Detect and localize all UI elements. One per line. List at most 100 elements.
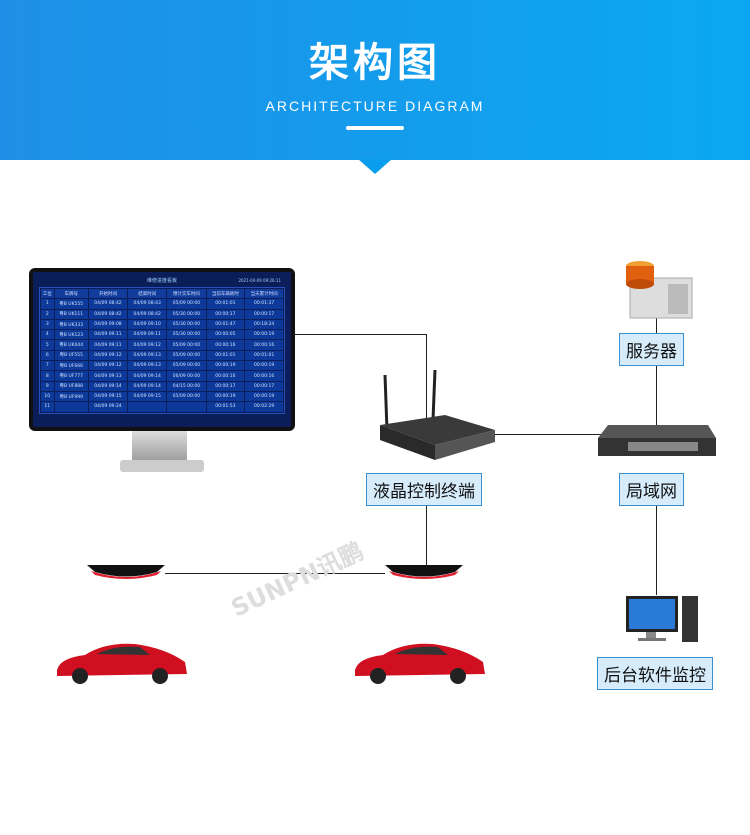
lan-label: 局域网 (619, 473, 684, 506)
board-cell: 00:01:47 (206, 319, 245, 330)
board-cell: 2 (41, 309, 54, 319)
board-cell: 04/09 09:11 (128, 330, 167, 340)
sensor-right-icon (385, 565, 463, 579)
terminal-device-icon (380, 370, 495, 460)
board-cell: 00:00:17 (245, 309, 283, 319)
board-cell: 04/09 08:43 (128, 299, 167, 309)
board-cell: 04/09 09:15 (88, 391, 128, 402)
board-cell: 05/30 00:00 (167, 319, 206, 330)
board-cell: 00:00:19 (206, 361, 245, 371)
board-cell: 00:00:19 (206, 391, 245, 402)
board-cell: 00:00:16 (245, 340, 283, 350)
board-title: 维修进度看板 (146, 278, 177, 284)
board-cell: 粤B UF999 (54, 391, 88, 402)
board-cell (167, 402, 206, 412)
board-cell: 04/09 09:24 (88, 402, 128, 412)
board-cell: 粤B UK444 (54, 340, 88, 350)
banner-notch (358, 159, 392, 174)
monitor-stand (132, 431, 187, 463)
board-cell: 3 (41, 319, 54, 330)
page-title: 架构图 (309, 40, 441, 86)
board-cell: 05/09 00:00 (167, 299, 206, 309)
board-cell: 00:01:53 (206, 402, 245, 412)
sensor-left-icon (87, 565, 165, 579)
board-cell: 04/09 09:13 (88, 371, 128, 381)
server-label: 服务器 (619, 333, 684, 366)
watermark: SUNPN讯鹏 (226, 536, 368, 623)
link-terminal-sensor (426, 500, 427, 566)
board-header-cell: 结束时间 (128, 289, 167, 299)
board-cell: 粤B UK123 (54, 330, 88, 340)
board-cell: 00:01:37 (245, 299, 283, 309)
link-sensors (165, 573, 385, 574)
link-monitor-terminal-v (426, 334, 427, 424)
board-cell: 00:02:29 (245, 402, 283, 412)
header-banner (0, 0, 750, 160)
board-cell: 00:00:19 (245, 391, 283, 402)
desktop-pc-icon (626, 596, 698, 642)
link-monitor-terminal (295, 334, 427, 335)
board-cell: 10 (41, 391, 54, 402)
board-cell: 00:01:01 (206, 299, 245, 309)
title-underline (346, 126, 404, 130)
board-cell: 05/09 00:00 (167, 391, 206, 402)
server-icon (626, 261, 693, 319)
link-server-lan (656, 316, 657, 426)
board-cell: 00:00:16 (206, 340, 245, 350)
board-cell: 04/15 00:00 (167, 381, 206, 391)
board-cell: 9 (41, 381, 54, 391)
board-cell: 04/09 08:42 (128, 309, 167, 319)
board-cell (54, 402, 88, 412)
board-datetime: 2021-04-09 09:26:11 (238, 278, 281, 283)
board-cell: 00:01:01 (206, 350, 245, 361)
board-cell: 00:00:19 (245, 330, 283, 340)
board-cell: 6 (41, 350, 54, 361)
board-cell: 04/09 09:13 (128, 361, 167, 371)
board-cell: 00:00:17 (206, 309, 245, 319)
board-screen: 维修进度看板 2021-04-09 09:26:11 工位车牌号开始时间结束时间预… (33, 272, 291, 427)
board-cell: 8 (41, 371, 54, 381)
board-cell: 04/09 09:12 (88, 350, 128, 361)
board-cell: 粤B UF777 (54, 371, 88, 381)
board-cell: 04/09 08:42 (88, 309, 128, 319)
board-header-cell: 预计交车时间 (167, 289, 206, 299)
board-cell: 04/09 09:12 (128, 340, 167, 350)
board-cell: 04/09 09:14 (128, 381, 167, 391)
board-header-cell: 车牌号 (54, 289, 88, 299)
board-cell: 1 (41, 299, 54, 309)
board-cell: 04/09 09:12 (88, 361, 128, 371)
board-cell: 00:00:17 (206, 381, 245, 391)
board-cell: 00:01:01 (245, 350, 283, 361)
board-cell: 粤B UK555 (54, 299, 88, 309)
board-cell: 4 (41, 330, 54, 340)
board-cell: 粤B UK333 (54, 319, 88, 330)
board-cell (128, 402, 167, 412)
board-cell: 05/30 00:00 (167, 330, 206, 340)
board-cell: 04/09 09:11 (88, 330, 128, 340)
board-cell: 7 (41, 361, 54, 371)
board-cell: 粤B UF555 (54, 350, 88, 361)
board-cell: 04/09 09:14 (88, 381, 128, 391)
board-cell: 11 (41, 402, 54, 412)
board-cell: 5 (41, 340, 54, 350)
car-right-icon (355, 643, 485, 684)
board-cell: 05/09 00:00 (167, 361, 206, 371)
board-cell: 00:00:05 (206, 330, 245, 340)
board-cell: 05/09 00:00 (167, 340, 206, 350)
board-cell: 00:00:19 (245, 361, 283, 371)
monitor-base (120, 460, 204, 472)
board-cell: 04/09 09:08 (88, 319, 128, 330)
board-header-cell: 开始时间 (88, 289, 128, 299)
board-header-cell: 工位 (41, 289, 54, 299)
board-header-cell: 当天累计时间 (245, 289, 283, 299)
network-switch-icon (598, 425, 716, 456)
